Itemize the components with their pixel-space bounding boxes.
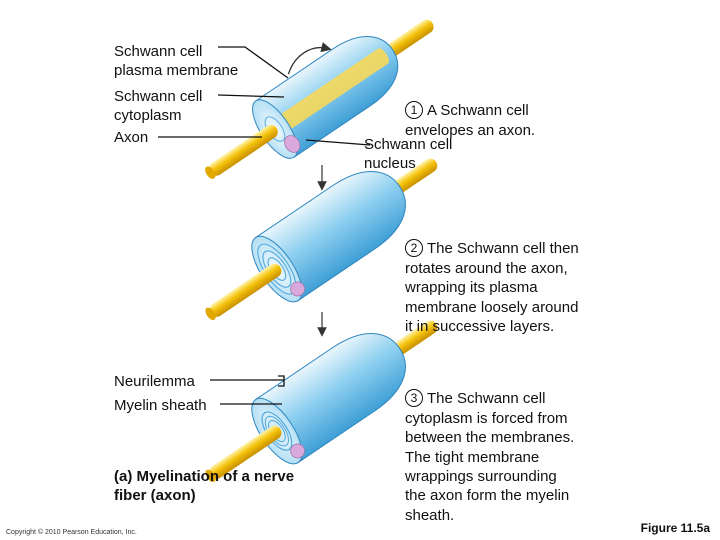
label-axon: Axon bbox=[114, 129, 149, 146]
label-schwann-cytoplasm: Schwann cell cytoplasm bbox=[114, 88, 203, 124]
leader-lines bbox=[158, 46, 371, 405]
step-3-text: The Schwann cell cytoplasm is forced fro… bbox=[405, 390, 575, 524]
stage-3-myelin-sheath bbox=[205, 320, 438, 483]
leader-cytoplasm bbox=[217, 94, 285, 98]
rotation-arrow-icon bbox=[287, 42, 332, 75]
axon-stage-3-front bbox=[209, 425, 282, 479]
bracket-myelin bbox=[278, 375, 285, 387]
schwann-nucleus-stage-2 bbox=[290, 281, 305, 297]
axon-stage-2-front bbox=[209, 263, 282, 317]
label-schwann-plasma-membrane: Schwann cell plasma membrane bbox=[114, 43, 239, 79]
schwann-nucleus-stage-3 bbox=[290, 443, 305, 459]
label-myelin-sheath: Myelin sheath bbox=[114, 397, 207, 414]
schwann-nucleus-stage-1 bbox=[284, 135, 301, 153]
copyright-notice: Copyright © 2010 Pearson Education, Inc. bbox=[6, 529, 137, 536]
step-1-number: 1 bbox=[405, 101, 423, 120]
figure-caption: (a) Myelination of a nerve fiber (axon) bbox=[114, 468, 295, 504]
step-2-text: The Schwann cell then rotates around the… bbox=[405, 240, 579, 336]
leader-plasma-membrane bbox=[218, 46, 289, 79]
stage-2-schwann-rotates bbox=[205, 158, 438, 321]
step-3-number: 3 bbox=[405, 389, 423, 408]
step-2-number: 2 bbox=[405, 239, 423, 258]
step-1-text: A Schwann cell envelopes an axon. bbox=[405, 102, 536, 139]
label-schwann-nucleus: Schwann cell nucleus bbox=[364, 136, 453, 172]
leader-nucleus bbox=[305, 139, 371, 146]
figure-number: Figure 11.5a bbox=[640, 521, 710, 535]
label-neurilemma: Neurilemma bbox=[114, 373, 195, 390]
axon-stage-1-front bbox=[209, 124, 278, 176]
